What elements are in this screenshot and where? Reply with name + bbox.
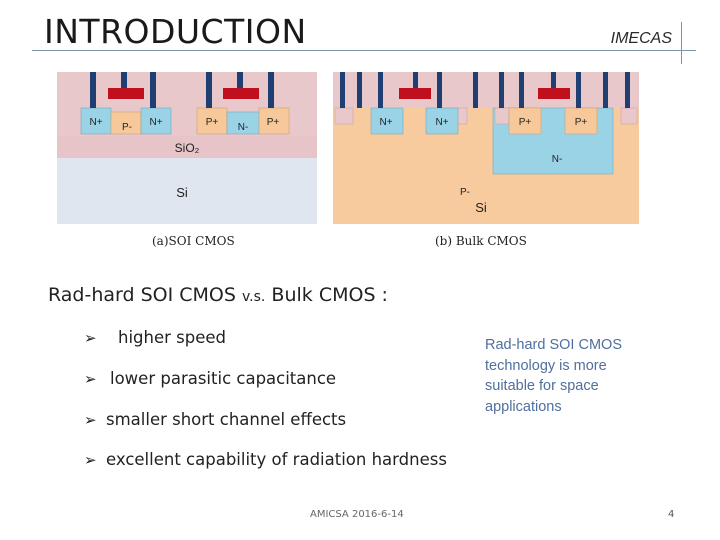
bullet-arrow-icon: ➢ [84, 451, 97, 469]
soi-buried-oxide [57, 136, 317, 158]
bulk-p-plus-source [508, 107, 542, 135]
bulk-caption: (b) Bulk CMOS [435, 234, 527, 248]
soi-label-n2: N+ [149, 117, 162, 128]
bulk-gate-nmos [399, 88, 431, 99]
soi-cmos-diagram: N+ P- N+ P+ N- P+ SiO₂ Si [57, 72, 317, 224]
bullet-item: ➢ lower parasitic capacitance [84, 369, 336, 388]
bullet-arrow-icon: ➢ [84, 411, 97, 429]
bulk-label-n2: N+ [435, 117, 448, 128]
bulk-contact [378, 72, 383, 108]
bulk-n-plus-drain [425, 107, 459, 135]
soi-label-box: SiO₂ [175, 141, 200, 155]
soi-contact [90, 72, 96, 108]
bullet-arrow-icon: ➢ [84, 370, 97, 388]
heading-vs: v.s. [241, 289, 266, 305]
bulk-isolation [620, 107, 638, 125]
soi-label-p-body: P- [122, 122, 132, 133]
bullet-item: ➢ excellent capability of radiation hardn… [84, 450, 447, 469]
soi-contact [150, 72, 156, 108]
bulk-contact [603, 72, 608, 108]
soi-label-p1: P+ [206, 117, 219, 128]
header-rule-vertical [681, 22, 682, 64]
soi-label-p2: P+ [267, 117, 280, 128]
bulk-isolation [494, 107, 510, 125]
bulk-label-p2: P+ [575, 117, 588, 128]
soi-label-n-body: N- [238, 122, 249, 133]
bullet-item: ➢ smaller short channel effects [84, 410, 346, 429]
soi-contact [268, 72, 274, 108]
bulk-contact [340, 72, 345, 108]
bulk-cmos-diagram: N+ N+ P+ P+ N- P- Si [333, 72, 639, 224]
footer-text: AMICSA 2016-6-14 [310, 509, 404, 520]
page-number: 4 [668, 509, 675, 520]
bulk-label-n1: N+ [379, 117, 392, 128]
soi-n-plus-source [80, 107, 112, 135]
page-title: INTRODUCTION [44, 12, 307, 51]
soi-gate-pmos [223, 88, 259, 99]
soi-caption: (a)SOI CMOS [152, 234, 235, 248]
bullet-text: smaller short channel effects [106, 410, 347, 429]
brand-label: IMECAS [610, 30, 672, 47]
bulk-contact [499, 72, 504, 108]
bulk-n-plus-source [370, 107, 404, 135]
bulk-label-substrate: Si [475, 200, 487, 215]
bulk-isolation [334, 107, 354, 125]
soi-contact [237, 72, 243, 88]
bulk-contact [357, 72, 362, 108]
bullet-item: ➢ higher speed [84, 328, 226, 347]
heading-end: Bulk CMOS : [265, 284, 388, 306]
soi-label-substrate: Si [176, 185, 188, 200]
bulk-label-p1: P+ [519, 117, 532, 128]
bulk-gate-pmos [538, 88, 570, 99]
bulk-label-p-substrate: P- [460, 187, 470, 198]
bulk-contact [625, 72, 630, 108]
soi-contact [206, 72, 212, 108]
conclusion-note: Rad-hard SOI CMOS technology is more sui… [485, 337, 622, 415]
bulk-contact [551, 72, 556, 88]
bulk-contact [519, 72, 524, 108]
header-rule [32, 50, 696, 51]
bullet-text: higher speed [118, 328, 226, 347]
bulk-contact [576, 72, 581, 108]
soi-contact [121, 72, 127, 88]
bulk-contact [473, 72, 478, 108]
soi-gate-nmos [108, 88, 144, 99]
bullet-text: lower parasitic capacitance [110, 369, 337, 388]
soi-substrate [57, 158, 317, 224]
comparison-heading: Rad-hard SOI CMOS v.s. Bulk CMOS : [48, 284, 388, 306]
bulk-contact [413, 72, 418, 88]
bulk-contact [437, 72, 442, 108]
bullet-text: excellent capability of radiation hardne… [106, 450, 447, 469]
soi-label-n1: N+ [89, 117, 102, 128]
bullet-arrow-icon: ➢ [84, 329, 97, 347]
bulk-label-n-well: N- [552, 154, 563, 165]
bulk-top-layer [333, 72, 639, 108]
heading-main: Rad-hard SOI CMOS [48, 284, 242, 306]
